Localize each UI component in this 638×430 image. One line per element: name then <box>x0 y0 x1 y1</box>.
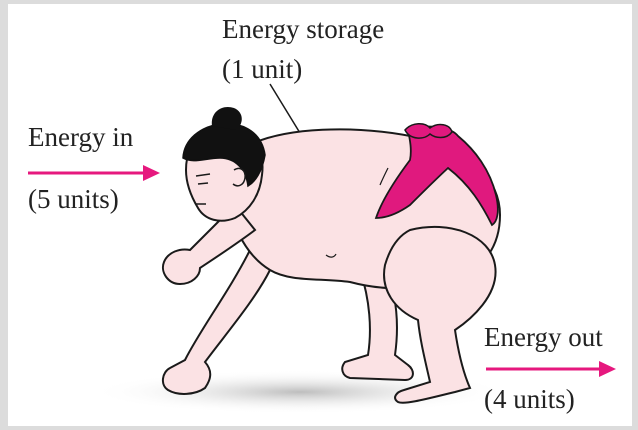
belt-knot <box>405 124 452 138</box>
storage-title-label: Energy storage <box>222 16 384 43</box>
energy-in-value-label: (5 units) <box>28 186 119 213</box>
storage-value-label: (1 unit) <box>222 56 302 83</box>
energy-in-arrow <box>28 165 160 181</box>
energy-out-arrow <box>486 361 616 377</box>
energy-out-title-label: Energy out <box>484 324 603 351</box>
storage-leader-line <box>270 84 300 133</box>
topknot <box>212 107 242 130</box>
ear <box>233 168 245 185</box>
eye <box>198 183 208 184</box>
energy-out-value-label: (4 units) <box>484 386 575 413</box>
energy-in-title-label: Energy in <box>28 124 133 151</box>
